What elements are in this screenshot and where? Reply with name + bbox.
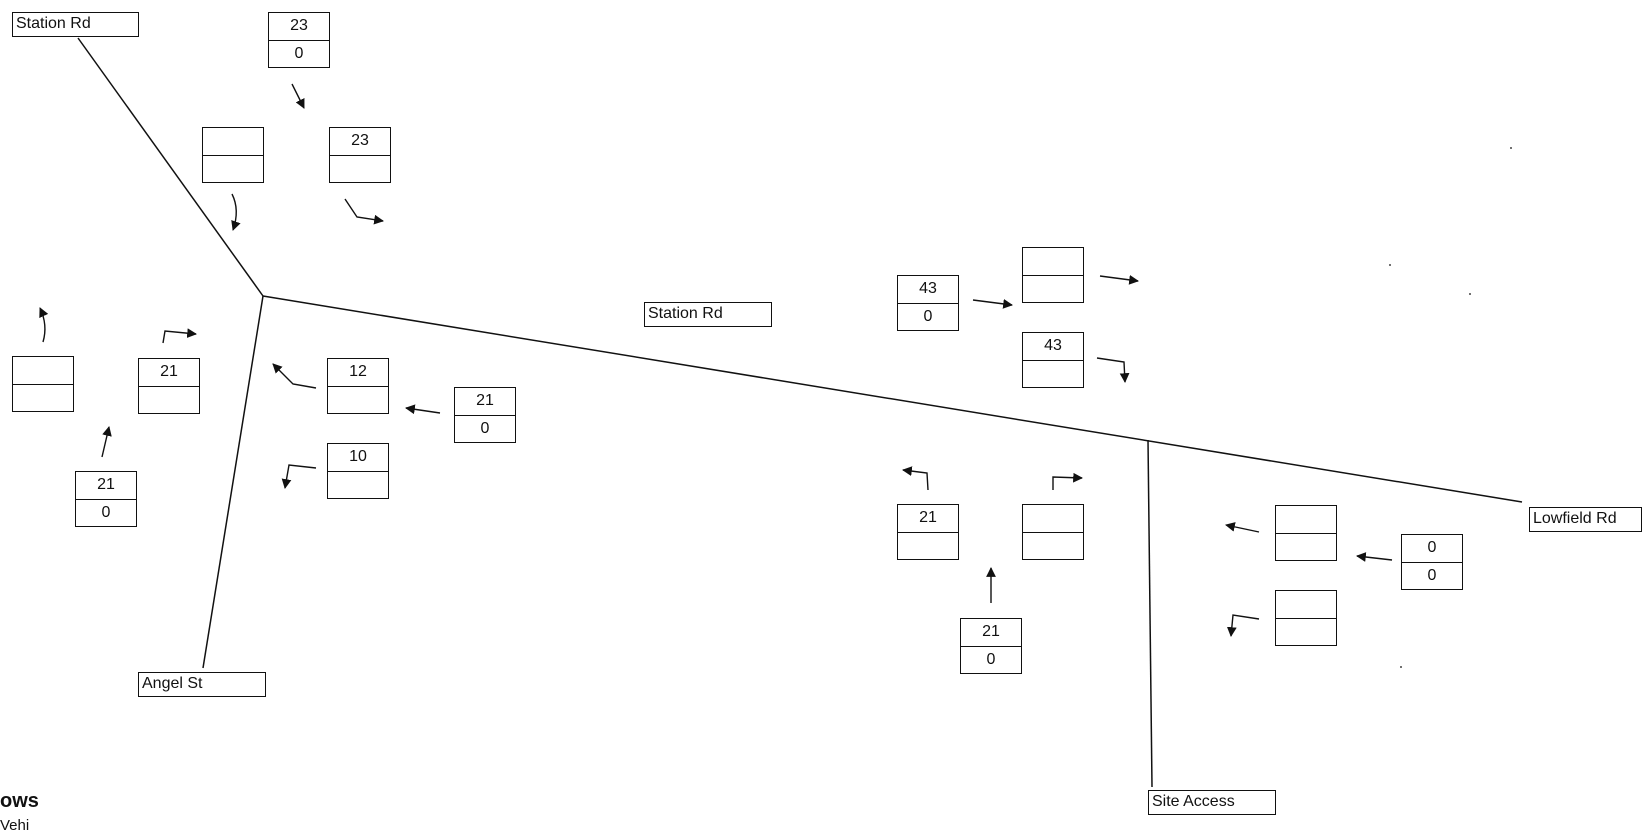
road-angel-st xyxy=(202,295,264,669)
arrow-right-turn-icon xyxy=(344,198,384,225)
flow-box-lowfield-left-turn xyxy=(1275,590,1337,646)
flow-value-hgv xyxy=(1023,276,1083,303)
flow-box-south-approach: 21 0 xyxy=(75,471,137,527)
arrow-ahead-icon xyxy=(39,307,49,343)
flow-value-total: 21 xyxy=(455,388,515,416)
flow-value-hgv xyxy=(330,156,390,183)
legend-title: ows xyxy=(0,790,39,812)
arrow-right-icon xyxy=(972,299,1013,309)
stray-dot xyxy=(1469,293,1471,295)
flow-box-west-right-turn: 43 xyxy=(1022,332,1084,388)
arrow-right-turn-icon xyxy=(272,363,317,389)
arrow-left-icon xyxy=(1225,522,1260,533)
flow-value-total xyxy=(1023,505,1083,533)
flow-box-north-right-turn: 23 xyxy=(329,127,391,183)
flow-box-north-left-turn xyxy=(202,127,264,183)
arrow-right-turn-icon xyxy=(1052,472,1083,490)
flow-value-total: 21 xyxy=(139,359,199,387)
flow-value-total xyxy=(1023,248,1083,276)
flow-box-west-ahead xyxy=(1022,247,1084,303)
flow-value-hgv: 0 xyxy=(1427,566,1437,584)
arrow-up-icon xyxy=(101,426,112,458)
flow-value-total xyxy=(203,128,263,156)
arrow-right-icon xyxy=(1099,274,1139,285)
flow-value-hgv: 0 xyxy=(986,650,996,668)
flow-box-west-approach: 43 0 xyxy=(897,275,959,331)
arrow-left-icon xyxy=(1356,552,1393,562)
flow-box-east-left-turn: 10 xyxy=(327,443,389,499)
flow-value-hgv: 0 xyxy=(480,419,490,437)
stray-dot xyxy=(1389,264,1391,266)
arrow-left-turn-icon xyxy=(281,464,317,489)
flow-box-east-approach: 21 0 xyxy=(454,387,516,443)
flow-box-site-access-right-turn xyxy=(1022,504,1084,560)
road-label-station-rd-main: Station Rd xyxy=(644,302,772,327)
arrow-down-icon xyxy=(291,83,305,109)
arrow-right-turn-icon xyxy=(1096,357,1130,383)
legend-subtitle: Vehi xyxy=(0,817,30,834)
road-site-access xyxy=(1147,439,1153,788)
flow-value-hgv xyxy=(13,385,73,412)
flow-box-lowfield-ahead xyxy=(1275,505,1337,561)
flow-value-total: 23 xyxy=(269,13,329,41)
flow-value-total xyxy=(1276,591,1336,619)
flow-value-hgv xyxy=(1276,619,1336,646)
road-station-rd-north xyxy=(77,37,264,297)
flow-value-hgv xyxy=(1023,533,1083,560)
road-label-lowfield-rd: Lowfield Rd xyxy=(1529,507,1642,532)
road-label-angel-st: Angel St xyxy=(138,672,266,697)
road-label-site-access: Site Access xyxy=(1148,790,1276,815)
stray-dot xyxy=(1400,666,1402,668)
flow-value-total: 12 xyxy=(328,359,388,387)
flow-value-hgv: 0 xyxy=(101,503,111,521)
flow-value-hgv xyxy=(1276,534,1336,561)
road-label-station-rd-north: Station Rd xyxy=(12,12,139,37)
flow-value-hgv xyxy=(1023,361,1083,388)
arrow-left-icon xyxy=(405,404,441,415)
flow-value-hgv: 0 xyxy=(294,44,304,62)
arrow-left-turn-icon xyxy=(231,193,241,231)
arrow-left-turn-icon xyxy=(902,466,929,491)
flow-value-total xyxy=(13,357,73,385)
flow-value-total: 10 xyxy=(328,444,388,472)
flow-value-total: 43 xyxy=(1023,333,1083,361)
flow-value-hgv xyxy=(203,156,263,183)
flow-value-hgv: 0 xyxy=(923,307,933,325)
flow-box-south-ahead xyxy=(12,356,74,412)
flow-box-east-right-turn: 12 xyxy=(327,358,389,414)
flow-value-hgv xyxy=(898,533,958,560)
stray-dot xyxy=(1510,147,1512,149)
flow-value-hgv xyxy=(328,472,388,499)
flow-value-total: 23 xyxy=(330,128,390,156)
flow-box-site-access-approach: 21 0 xyxy=(960,618,1022,674)
flow-value-total: 43 xyxy=(898,276,958,304)
road-station-rd-main xyxy=(262,295,1523,503)
flow-value-hgv xyxy=(328,387,388,414)
flow-box-south-right-turn: 21 xyxy=(138,358,200,414)
flow-value-total: 21 xyxy=(898,505,958,533)
flow-value-total: 21 xyxy=(76,472,136,500)
flow-value-total xyxy=(1276,506,1336,534)
flow-value-total: 0 xyxy=(1402,535,1462,563)
flow-box-north-approach: 23 0 xyxy=(268,12,330,68)
arrow-right-turn-icon xyxy=(162,328,197,344)
flow-value-total: 21 xyxy=(961,619,1021,647)
flow-box-site-access-left-turn: 21 xyxy=(897,504,959,560)
flow-value-hgv xyxy=(139,387,199,414)
flow-box-lowfield-approach: 0 0 xyxy=(1401,534,1463,590)
arrow-left-turn-icon xyxy=(1226,614,1260,637)
